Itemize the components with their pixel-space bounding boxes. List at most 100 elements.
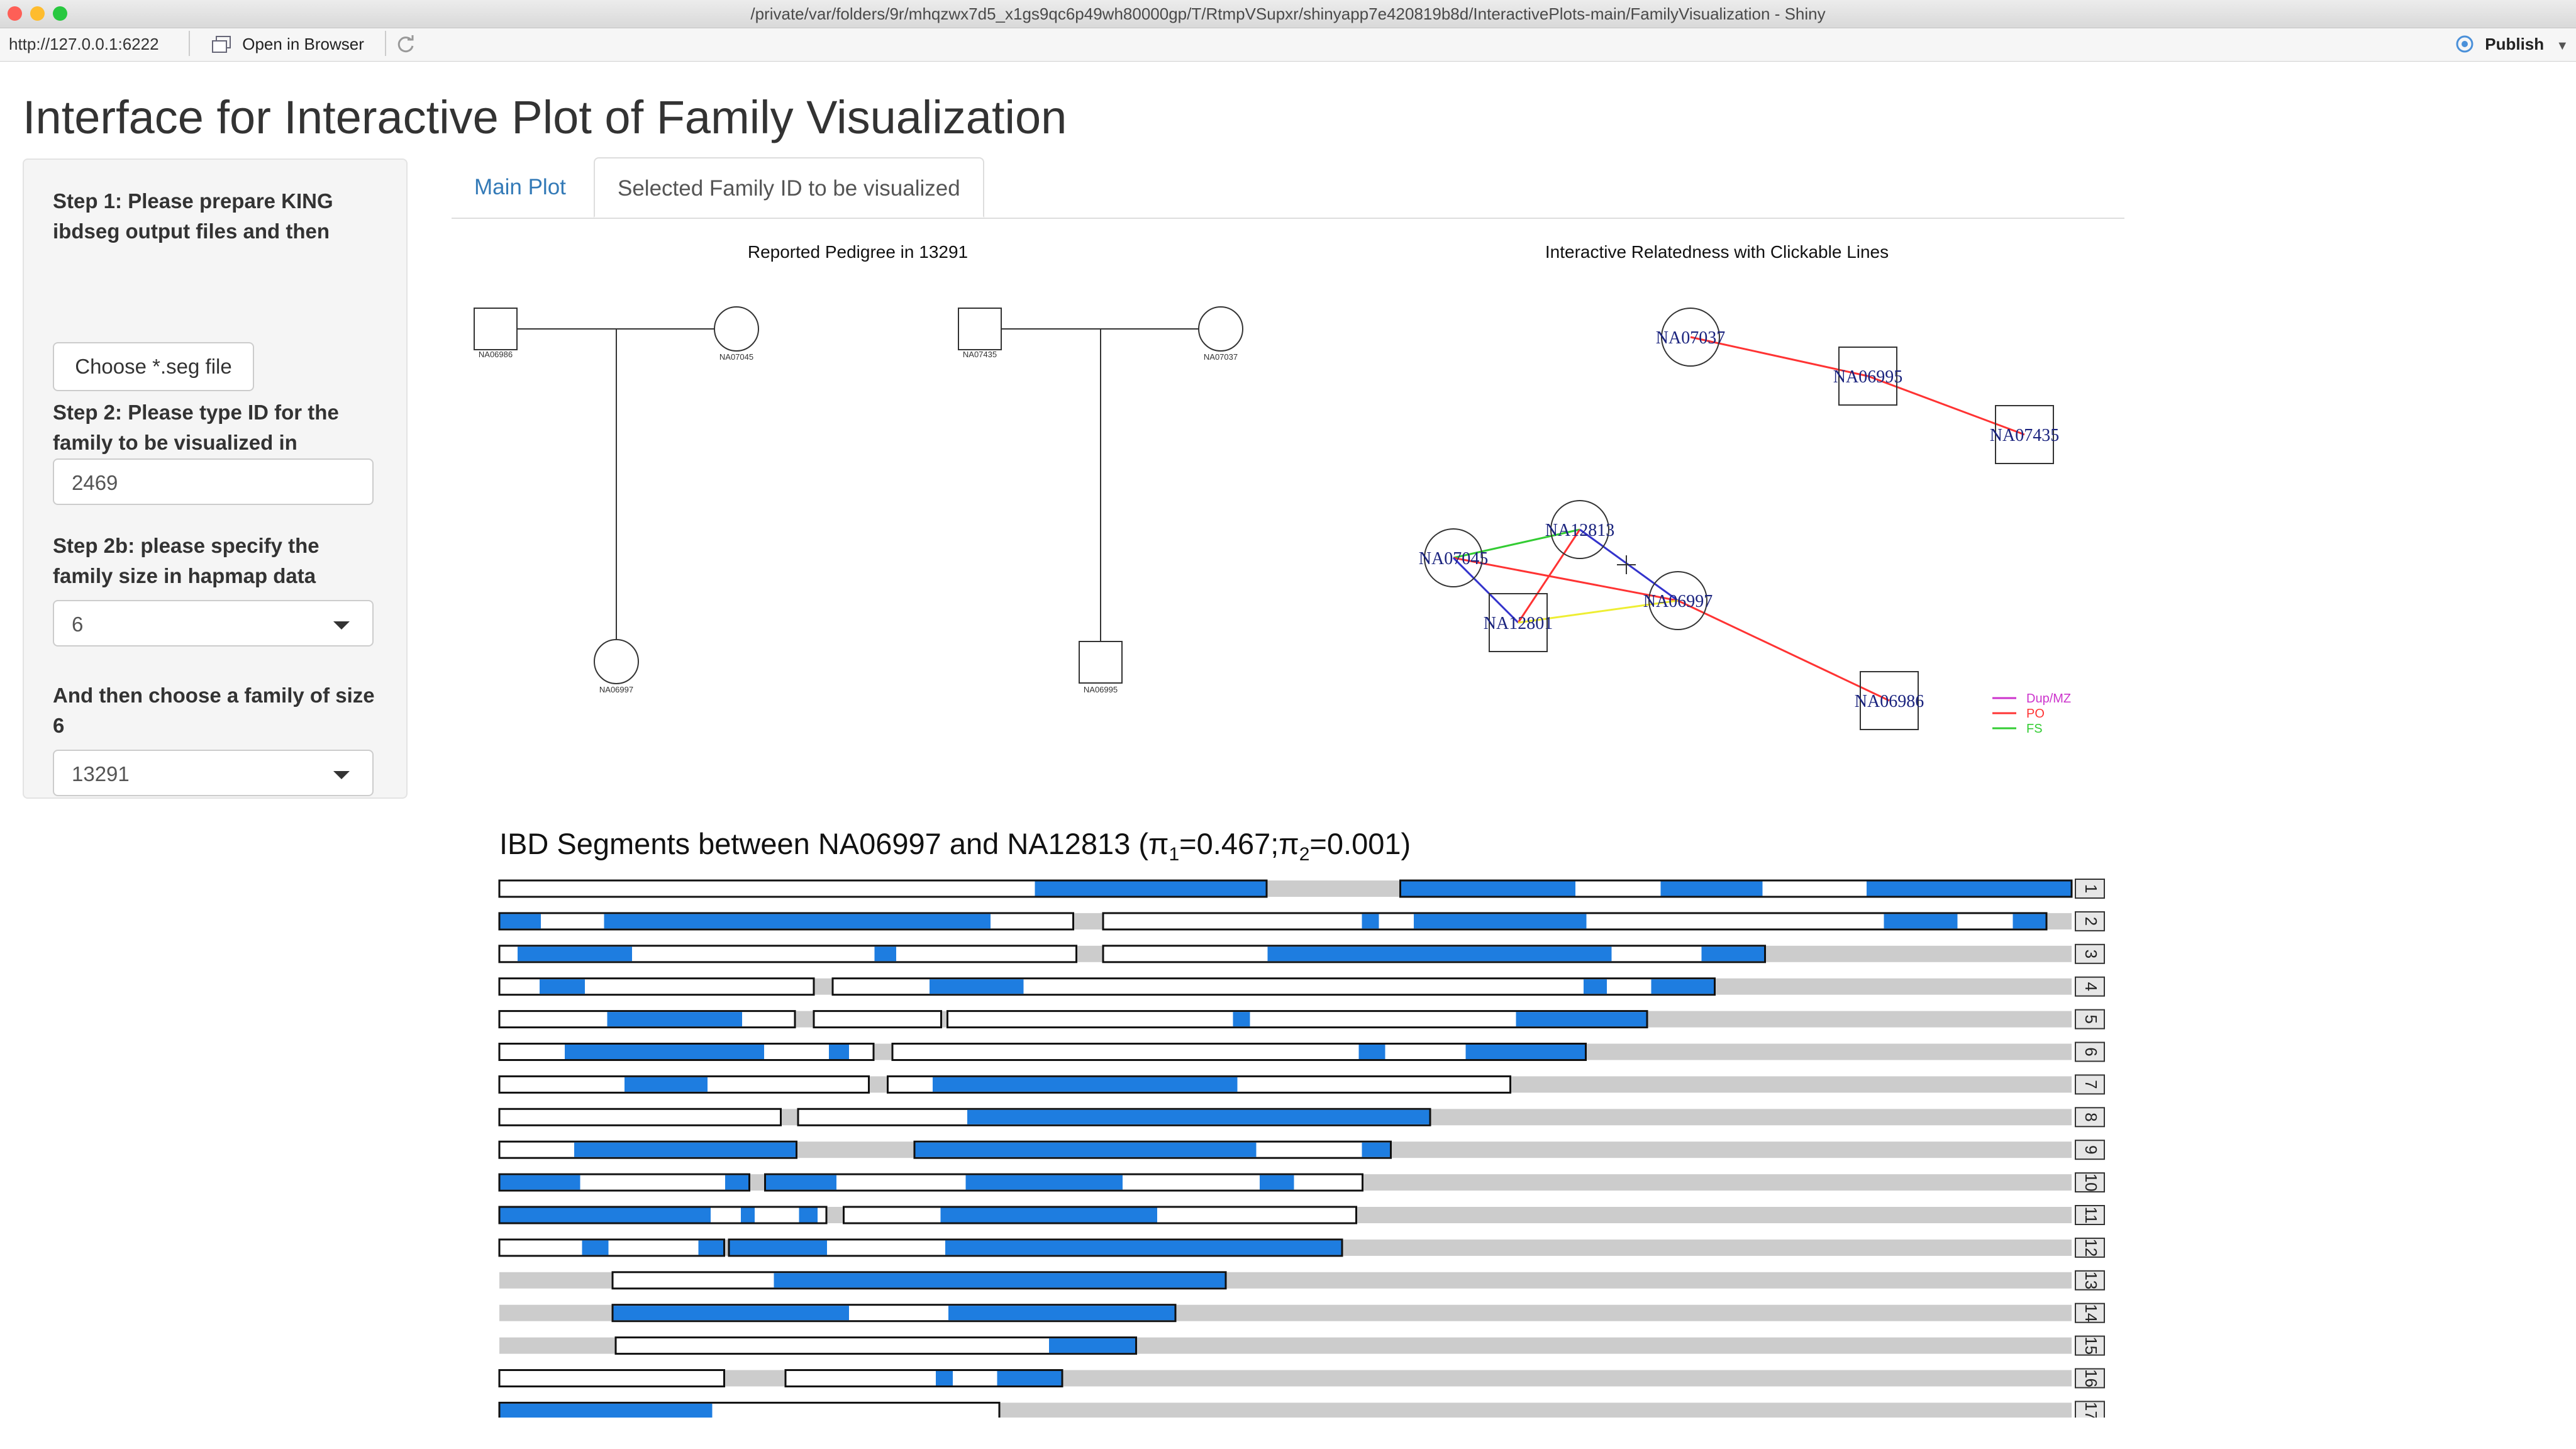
publish-icon <box>2456 35 2473 53</box>
chromosome-label: 10 <box>2082 1174 2101 1192</box>
ibd-segment[interactable] <box>613 1306 850 1321</box>
ibd-segment[interactable] <box>945 1240 1341 1255</box>
ibd-segment[interactable] <box>1414 914 1587 929</box>
ibd-segment[interactable] <box>1516 1012 1646 1027</box>
ibd-segment[interactable] <box>540 979 585 994</box>
ibd-segment[interactable] <box>967 1109 1430 1124</box>
ibd-segment[interactable] <box>730 1240 828 1255</box>
chromosome-label-box <box>2075 1074 2105 1095</box>
ibd-segment[interactable] <box>625 1077 708 1092</box>
ibd-segment[interactable] <box>1660 881 1763 896</box>
ibd-segment[interactable] <box>500 1403 713 1418</box>
ibd-segment[interactable] <box>936 1371 953 1385</box>
close-window-button[interactable] <box>8 6 22 21</box>
ibd-segment[interactable] <box>500 914 541 929</box>
choose-seg-file-button[interactable]: Choose *.seg file <box>53 342 254 391</box>
ibd-segment[interactable] <box>774 1273 1225 1288</box>
ibd-segment[interactable] <box>1035 881 1266 896</box>
step2b-label: Step 2b: please specify the family size … <box>53 534 319 587</box>
open-browser-label: Open in Browser <box>242 35 364 53</box>
ibd-segment[interactable] <box>2012 914 2046 929</box>
ibd-segment[interactable] <box>698 1240 724 1255</box>
ibd-segment[interactable] <box>874 947 897 962</box>
zoom-window-button[interactable] <box>53 6 67 21</box>
network-node-na07037[interactable] <box>1661 308 1720 367</box>
refresh-icon[interactable] <box>395 34 416 55</box>
ibd-segment[interactable] <box>741 1208 755 1223</box>
relatedness-edge-na07045-na12801[interactable] <box>1452 557 1519 624</box>
ibd-segment[interactable] <box>1465 1045 1585 1059</box>
ibd-segment[interactable] <box>604 914 991 929</box>
covered-region <box>498 1238 725 1257</box>
ibd-segment[interactable] <box>997 1371 1062 1385</box>
network-node-na07435[interactable] <box>1995 405 2054 464</box>
chromosome-track <box>499 1370 2072 1387</box>
ibd-segment[interactable] <box>933 1077 1238 1092</box>
chromosome-label: 2 <box>2082 917 2101 926</box>
ibd-segment[interactable] <box>582 1240 609 1255</box>
ibd-segment[interactable] <box>1362 1142 1391 1157</box>
network-node-na06986[interactable] <box>1860 671 1919 730</box>
chromosome-label: 12 <box>2082 1238 2101 1257</box>
ibd-segment[interactable] <box>948 1306 1175 1321</box>
ibd-segment[interactable] <box>518 947 632 962</box>
pedigree-mother-symbol <box>1198 306 1243 352</box>
ibd-segment[interactable] <box>565 1045 764 1059</box>
ibd-segment[interactable] <box>1651 979 1714 994</box>
ibd-segment[interactable] <box>1267 947 1612 962</box>
family-size-select[interactable]: 6 <box>53 600 374 647</box>
network-node-label: NA06997 <box>1643 592 1713 611</box>
relatedness-edge-na07045-na06997[interactable] <box>1453 557 1679 602</box>
network-node-na07045[interactable] <box>1424 528 1483 587</box>
ibd-segment[interactable] <box>766 1175 836 1190</box>
chromosome-label: 11 <box>2082 1207 2101 1224</box>
network-node-na06997[interactable] <box>1648 571 1707 630</box>
ibd-segment[interactable] <box>940 1208 1158 1223</box>
relatedness-edge-na12813-na12801[interactable] <box>1517 529 1581 623</box>
legend-label: Dup/MZ <box>2026 692 2071 706</box>
ibd-segment[interactable] <box>1049 1338 1135 1353</box>
ibd-segment[interactable] <box>915 1142 1257 1157</box>
pedigree-label: NA07045 <box>719 352 753 362</box>
ibd-segment[interactable] <box>1584 979 1607 994</box>
ibd-segment[interactable] <box>500 1208 711 1223</box>
chromosome-label: 13 <box>2082 1271 2101 1289</box>
tab-main-plot[interactable]: Main Plot <box>474 175 566 199</box>
ibd-segment[interactable] <box>607 1012 743 1027</box>
network-node-na12801[interactable] <box>1489 593 1548 652</box>
legend-label: FS <box>2026 722 2043 735</box>
ibd-segment[interactable] <box>574 1142 796 1157</box>
family-select[interactable]: 13291 <box>53 750 374 796</box>
pedigree-title: Reported Pedigree in 13291 <box>748 242 968 262</box>
relatedness-edge-na12801-na06997[interactable] <box>1518 599 1679 624</box>
network-node-na12813[interactable] <box>1550 500 1609 559</box>
ibd-segment[interactable] <box>829 1045 849 1059</box>
ibd-segment[interactable] <box>1362 914 1379 929</box>
ibd-segment[interactable] <box>1358 1045 1385 1059</box>
ibd-segment[interactable] <box>1884 914 1958 929</box>
sidebar-panel: Step 1: Please prepare KING ibdseg outpu… <box>23 158 408 799</box>
ibd-segment[interactable] <box>1701 947 1765 962</box>
ibd-segment[interactable] <box>930 979 1024 994</box>
minimize-window-button[interactable] <box>30 6 45 21</box>
ibd-segment[interactable] <box>1233 1012 1250 1027</box>
network-node-na06995[interactable] <box>1838 347 1897 406</box>
network-node-label: NA06986 <box>1855 692 1924 711</box>
family-id-input[interactable]: 2469 <box>53 458 374 505</box>
relatedness-edge-na06995-na07435[interactable] <box>1867 375 2025 436</box>
tab-selected-family[interactable]: Selected Family ID to be visualized <box>594 157 984 218</box>
pedigree-label: NA07435 <box>963 350 997 359</box>
ibd-segment[interactable] <box>725 1175 748 1190</box>
publish-button[interactable]: Publish ▼ <box>2453 35 2568 54</box>
chromosome-label: 8 <box>2082 1113 2101 1121</box>
ibd-segment[interactable] <box>1260 1175 1294 1190</box>
ibd-segment[interactable] <box>965 1175 1123 1190</box>
ibd-segment[interactable] <box>1401 881 1575 896</box>
relatedness-edge-na06997-na06986[interactable] <box>1677 599 1890 702</box>
ibd-segment[interactable] <box>1867 881 2071 896</box>
ibd-segment[interactable] <box>799 1208 818 1223</box>
ibd-segment[interactable] <box>500 1175 580 1190</box>
relatedness-edge-na07045-na12813[interactable] <box>1453 528 1580 559</box>
open-browser-button[interactable]: Open in Browser <box>211 35 364 54</box>
covered-region <box>498 1108 782 1126</box>
